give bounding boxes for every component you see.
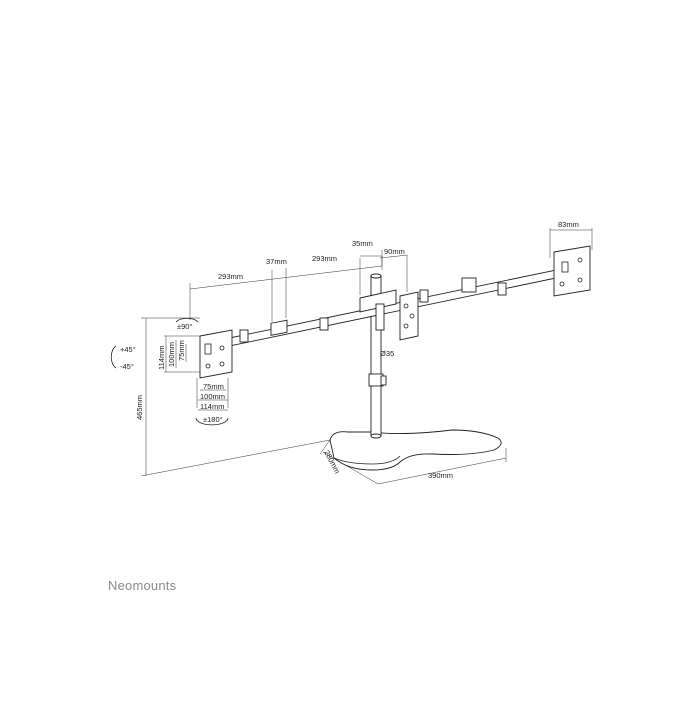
vesa-height-114-label: 114mm: [157, 346, 166, 370]
vesa-width-100-label: 100mm: [200, 392, 225, 401]
base-dimension-lines: [319, 439, 507, 485]
rotate-label: ±180°: [203, 415, 223, 424]
arm-dimension-lines: [189, 228, 593, 322]
arm-left-label: 293mm: [218, 272, 243, 281]
brand-logo-text: Neomounts: [108, 578, 177, 593]
height-dimension-line: [140, 317, 331, 477]
cross-arm: [219, 269, 557, 349]
vesa-height-75-label: 75mm: [177, 340, 186, 361]
rotation-indicators: [110, 317, 229, 426]
vesa-plate-left: [199, 329, 233, 379]
pole: [368, 273, 387, 439]
stand-base: [329, 429, 502, 471]
tilt-up-label: +45°: [120, 345, 136, 354]
pole-top-label: 35mm: [352, 239, 373, 248]
arm-right-label: 293mm: [312, 254, 337, 263]
height-label: 465mm: [135, 395, 144, 420]
swivel-label: ±90°: [177, 322, 192, 331]
clamp-width-label: 37mm: [266, 257, 287, 266]
vesa-plate-center: [399, 291, 419, 341]
vesa-height-100-label: 100mm: [167, 342, 176, 367]
tilt-down-label: -45°: [120, 362, 134, 371]
base-width-label: 390mm: [428, 471, 453, 480]
vesa-plate-right: [553, 245, 591, 297]
vesa-width-114-label: 114mm: [200, 402, 224, 411]
pole-diameter-label: Ø35: [380, 349, 394, 358]
vesa-dimension-lines: [164, 335, 229, 411]
right-plate-label: 83mm: [558, 220, 579, 229]
bracket-90-label: 90mm: [384, 247, 405, 256]
vesa-width-75-label: 75mm: [203, 382, 224, 391]
